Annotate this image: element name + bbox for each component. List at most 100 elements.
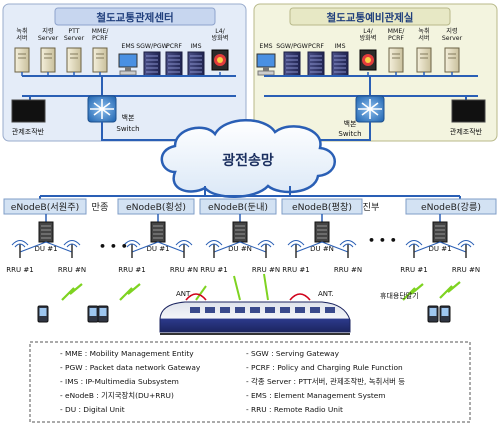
left-server-label: PCRF (92, 35, 108, 42)
legend-item: - DU : Digital Unit (60, 405, 125, 414)
left-server-label: 서버 (16, 34, 27, 42)
train-window (235, 307, 245, 313)
legend-box (29, 341, 471, 423)
du-label: DU #1 (146, 245, 169, 253)
ant-label-right: ANT. (318, 290, 334, 298)
left-server-label: PTT (68, 28, 79, 35)
between-label-jinbu: 진부 (363, 202, 380, 213)
enodeb-box (405, 198, 497, 215)
rru-label: RRU #1 (118, 266, 145, 274)
right-title-box (289, 7, 451, 26)
train (159, 301, 351, 335)
right-server-label: 지령 (446, 27, 457, 35)
monitor-icon (256, 53, 276, 68)
legend-item: - PGW : Packet data network Gateway (60, 363, 201, 372)
legend-item: - eNodeB : 기지국장치(DU+RRU) (60, 391, 174, 400)
optical-transport-cloud: 광전송망 (160, 119, 336, 198)
right-switch-label-line2: Switch (338, 130, 361, 138)
legend-item: - PCRF : Policy and Charging Rule Functi… (246, 363, 403, 372)
du-label: DU #1 (428, 245, 451, 253)
right-server-label: L4/ (363, 28, 373, 35)
rru-label: RRU #1 (282, 266, 309, 274)
right-server-label: SGW/PGW (276, 43, 308, 50)
right-console-monitor (451, 99, 486, 123)
server-icon (388, 47, 404, 73)
right-server-label: EMS (259, 43, 272, 50)
train-antenna-icon (185, 293, 207, 301)
train-window (205, 307, 215, 313)
train-link-mid (233, 275, 241, 301)
left-server-label: Server (64, 35, 85, 42)
legend-item: - RRU : Remote Radio Unit (246, 405, 343, 414)
right-center-title: 철도교통예비관제실 (327, 11, 414, 24)
legend-item: - SGW : Serving Gateway (246, 349, 340, 358)
train-window (310, 307, 320, 313)
backbone-label: 광전송망 (222, 152, 274, 169)
legend-item: - 각종 Server : PTT서버, 관제조작반, 녹취서버 등 (246, 377, 405, 386)
lightning-icon (119, 283, 141, 301)
enodeb-label: eNodeB(둔내) (208, 202, 268, 213)
du-icon (232, 221, 248, 243)
train-window (220, 307, 230, 313)
enodeb-label: eNodeB(횡성) (126, 201, 186, 213)
server-icon (40, 47, 56, 73)
left-server-label: Server (38, 35, 59, 42)
left-switch-label-line2: Switch (116, 125, 139, 133)
left-console-monitor (11, 99, 46, 123)
legend-item: - MME : Mobility Management Entity (60, 349, 194, 358)
rru-label: RRU #N (58, 266, 86, 274)
right-backbone-switch (355, 95, 385, 123)
server-icon (92, 47, 108, 73)
ant-label-left: ANT. (176, 290, 192, 298)
right-server-label: PCRF (308, 43, 324, 50)
right-server-label: 서버 (418, 34, 429, 42)
du-label: DU #N (310, 245, 334, 253)
rru-label: RRU #N (170, 266, 198, 274)
lightning-icon (439, 281, 461, 299)
ellipsis-right: • • • (368, 234, 397, 247)
enodeb-box (3, 198, 87, 215)
left-server-label: PCRF (166, 43, 182, 50)
enodeb-label: eNodeB(서원주) (11, 202, 79, 213)
left-switch-label-line1: 백본 (122, 113, 135, 122)
enodeb-row: eNodeB(서원주) eNodeB(횡성) eNodeB(둔내) eNodeB(평창… (3, 198, 497, 215)
right-console-label: 관제조작반 (450, 127, 483, 136)
left-server-label: SGW/PGW (136, 43, 168, 50)
train-window (280, 307, 290, 313)
left-title-box (54, 7, 216, 26)
left-server-label: MME/ (92, 28, 110, 35)
server-icon (14, 47, 30, 73)
train-window (250, 307, 260, 313)
rru-label: RRU #1 (400, 266, 427, 274)
left-center-title: 철도교통관제센터 (96, 11, 173, 24)
handset-label: 휴대용단말기 (380, 291, 419, 300)
train-icon (159, 301, 351, 333)
left-backbone-switch (87, 95, 117, 123)
server-icon (444, 47, 460, 73)
server-icon (66, 47, 82, 73)
between-label-manjong: 만종 (92, 202, 109, 213)
right-server-label: 녹취 (418, 27, 429, 35)
left-server-label: 녹취 (16, 27, 27, 35)
enodeb-label: eNodeB(평창) (292, 202, 352, 213)
du-icon (314, 221, 330, 243)
server-icon (416, 47, 432, 73)
train-window (265, 307, 275, 313)
train-link-left (195, 285, 207, 301)
train-window (325, 307, 335, 313)
train-window (295, 307, 305, 313)
legend-item: - IMS : IP-Multimedia Subsystem (60, 377, 179, 386)
legend: - MME : Mobility Management Entity - PGW … (60, 349, 405, 414)
right-server-label: 방화벽 (359, 34, 376, 42)
rru-label: RRU #1 (6, 266, 33, 274)
du-icon (150, 221, 166, 243)
right-server-label: MME/ (388, 28, 406, 35)
lightning-icon (402, 283, 424, 301)
rru-label: RRU #N (252, 266, 280, 274)
wireless-links (61, 273, 461, 301)
right-server-label: Server (442, 35, 463, 42)
